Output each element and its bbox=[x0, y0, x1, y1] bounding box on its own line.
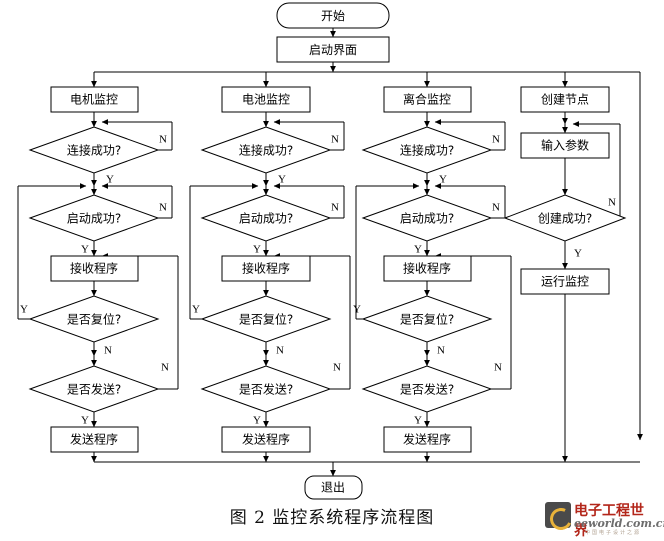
branch-clutch-connect-no: N bbox=[492, 134, 500, 146]
branch-motor-reset-yes: Y bbox=[20, 304, 28, 316]
node-battery-send-prog-label: 发送程序 bbox=[242, 432, 290, 447]
node-battery-start-check-label: 启动成功? bbox=[239, 212, 293, 226]
node-run-monitor-label: 运行监控 bbox=[541, 275, 589, 289]
branch-battery-reset-no: N bbox=[276, 345, 284, 357]
node-clutch-start-check bbox=[361, 194, 493, 242]
node-clutch-send-prog-label: 发送程序 bbox=[403, 432, 451, 447]
watermark: 电子工程世界 eeworld.com.cn 中国电子设计之源 bbox=[545, 500, 664, 539]
node-startup-ui: 启动界面 bbox=[276, 36, 390, 63]
node-motor-send-prog bbox=[50, 426, 139, 453]
node-battery-send-check-label: 是否发送? bbox=[239, 382, 293, 397]
node-battery-receive bbox=[221, 255, 311, 282]
node-clutch-send-prog bbox=[383, 426, 472, 453]
watermark-tagline: 中国电子设计之源 bbox=[585, 530, 642, 536]
node-input-params-label: 输入参数 bbox=[541, 138, 589, 153]
column-motor: 电机监控 连接成功? N Y 启动成功? N Y 接收程序 是否复位? Y N … bbox=[20, 86, 169, 453]
branch-battery-reset-yes: Y bbox=[192, 304, 200, 316]
branch-battery-send-no: N bbox=[333, 362, 341, 374]
node-start-label: 开始 bbox=[321, 9, 345, 23]
branch-clutch-start-yes: Y bbox=[414, 244, 422, 256]
node-clutch-receive-label: 接收程序 bbox=[403, 261, 451, 276]
node-clutch-send-check bbox=[361, 365, 493, 413]
node-head-motor bbox=[50, 86, 139, 113]
branch-motor-send-yes: Y bbox=[81, 415, 89, 427]
node-start: 开始 bbox=[276, 2, 390, 29]
node-motor-send-prog-label: 发送程序 bbox=[70, 432, 118, 447]
branch-battery-send-yes: Y bbox=[253, 415, 261, 427]
node-run-monitor bbox=[520, 268, 610, 295]
watermark-cn-text: 电子工程世界 bbox=[574, 503, 644, 539]
node-exit-label: 退出 bbox=[321, 481, 345, 495]
node-head-create bbox=[520, 86, 610, 113]
branch-clutch-connect-yes: Y bbox=[439, 174, 447, 186]
branch-clutch-reset-no: N bbox=[437, 345, 445, 357]
connector-lines bbox=[17, 28, 643, 477]
node-motor-connect-check bbox=[28, 126, 160, 174]
branch-motor-start-no: N bbox=[159, 202, 167, 214]
node-head-motor-label: 电机监控 bbox=[70, 93, 118, 107]
watermark-c-glyph-icon bbox=[546, 504, 576, 534]
node-motor-start-check-label: 启动成功? bbox=[67, 212, 121, 226]
node-battery-receive-label: 接收程序 bbox=[242, 261, 290, 276]
node-motor-receive bbox=[50, 255, 139, 282]
node-clutch-start-check-label: 启动成功? bbox=[400, 212, 454, 226]
column-clutch: 离合监控 连接成功? N Y 启动成功? N Y 接收程序 是否复位? Y N … bbox=[353, 86, 502, 453]
branch-clutch-start-no: N bbox=[492, 202, 500, 214]
node-battery-send-prog bbox=[221, 426, 311, 453]
node-create-check-label: 创建成功? bbox=[538, 212, 592, 226]
branch-battery-connect-yes: Y bbox=[278, 174, 286, 186]
node-motor-send-check bbox=[28, 365, 160, 413]
figure-caption: 图 2 监控系统程序流程图 bbox=[229, 508, 435, 528]
node-battery-reset-check-label: 是否复位? bbox=[239, 312, 293, 327]
node-clutch-reset-check-label: 是否复位? bbox=[400, 312, 454, 327]
node-startup-ui-label: 启动界面 bbox=[309, 43, 357, 57]
branch-create-yes: Y bbox=[574, 248, 582, 260]
branch-clutch-send-yes: Y bbox=[414, 415, 422, 427]
column-node: 创建节点 输入参数 创建成功? N Y 运行监控 bbox=[503, 86, 627, 295]
node-motor-reset-check bbox=[28, 295, 160, 343]
node-head-create-label: 创建节点 bbox=[541, 93, 589, 107]
node-battery-reset-check bbox=[200, 295, 332, 343]
node-clutch-connect-check-label: 连接成功? bbox=[400, 143, 454, 158]
node-clutch-send-check-label: 是否发送? bbox=[400, 382, 454, 397]
node-head-battery bbox=[221, 86, 311, 113]
node-create-check bbox=[503, 194, 627, 242]
branch-battery-start-no: N bbox=[331, 202, 339, 214]
branch-motor-connect-yes: Y bbox=[106, 174, 114, 186]
node-motor-connect-check-label: 连接成功? bbox=[67, 143, 121, 158]
node-motor-send-check-label: 是否发送? bbox=[67, 382, 121, 397]
branch-clutch-reset-yes: Y bbox=[353, 304, 361, 316]
watermark-badge-icon bbox=[545, 502, 576, 534]
node-clutch-connect-check bbox=[361, 126, 493, 174]
node-exit: 退出 bbox=[304, 475, 363, 500]
node-head-clutch bbox=[383, 86, 472, 113]
node-motor-receive-label: 接收程序 bbox=[70, 261, 118, 276]
node-battery-start-check bbox=[200, 194, 332, 242]
branch-motor-connect-no: N bbox=[159, 134, 167, 146]
branch-create-no: N bbox=[608, 197, 616, 209]
watermark-en-text: eeworld.com.cn bbox=[574, 517, 664, 530]
column-battery: 电池监控 连接成功? N Y 启动成功? N Y 接收程序 是否复位? Y N … bbox=[192, 86, 341, 453]
node-battery-connect-check-label: 连接成功? bbox=[239, 143, 293, 158]
branch-clutch-send-no: N bbox=[494, 362, 502, 374]
branch-motor-reset-no: N bbox=[104, 345, 112, 357]
node-input-params bbox=[520, 132, 610, 159]
node-clutch-receive bbox=[383, 255, 472, 282]
node-motor-start-check bbox=[28, 194, 160, 242]
node-battery-connect-check bbox=[200, 126, 332, 174]
branch-motor-start-yes: Y bbox=[81, 244, 89, 256]
node-clutch-reset-check bbox=[361, 295, 493, 343]
branch-battery-connect-no: N bbox=[331, 134, 339, 146]
node-head-clutch-label: 离合监控 bbox=[403, 92, 451, 107]
node-motor-reset-check-label: 是否复位? bbox=[67, 312, 121, 327]
node-head-battery-label: 电池监控 bbox=[242, 93, 290, 107]
branch-motor-send-no: N bbox=[161, 362, 169, 374]
branch-battery-start-yes: Y bbox=[253, 244, 261, 256]
node-battery-send-check bbox=[200, 365, 332, 413]
